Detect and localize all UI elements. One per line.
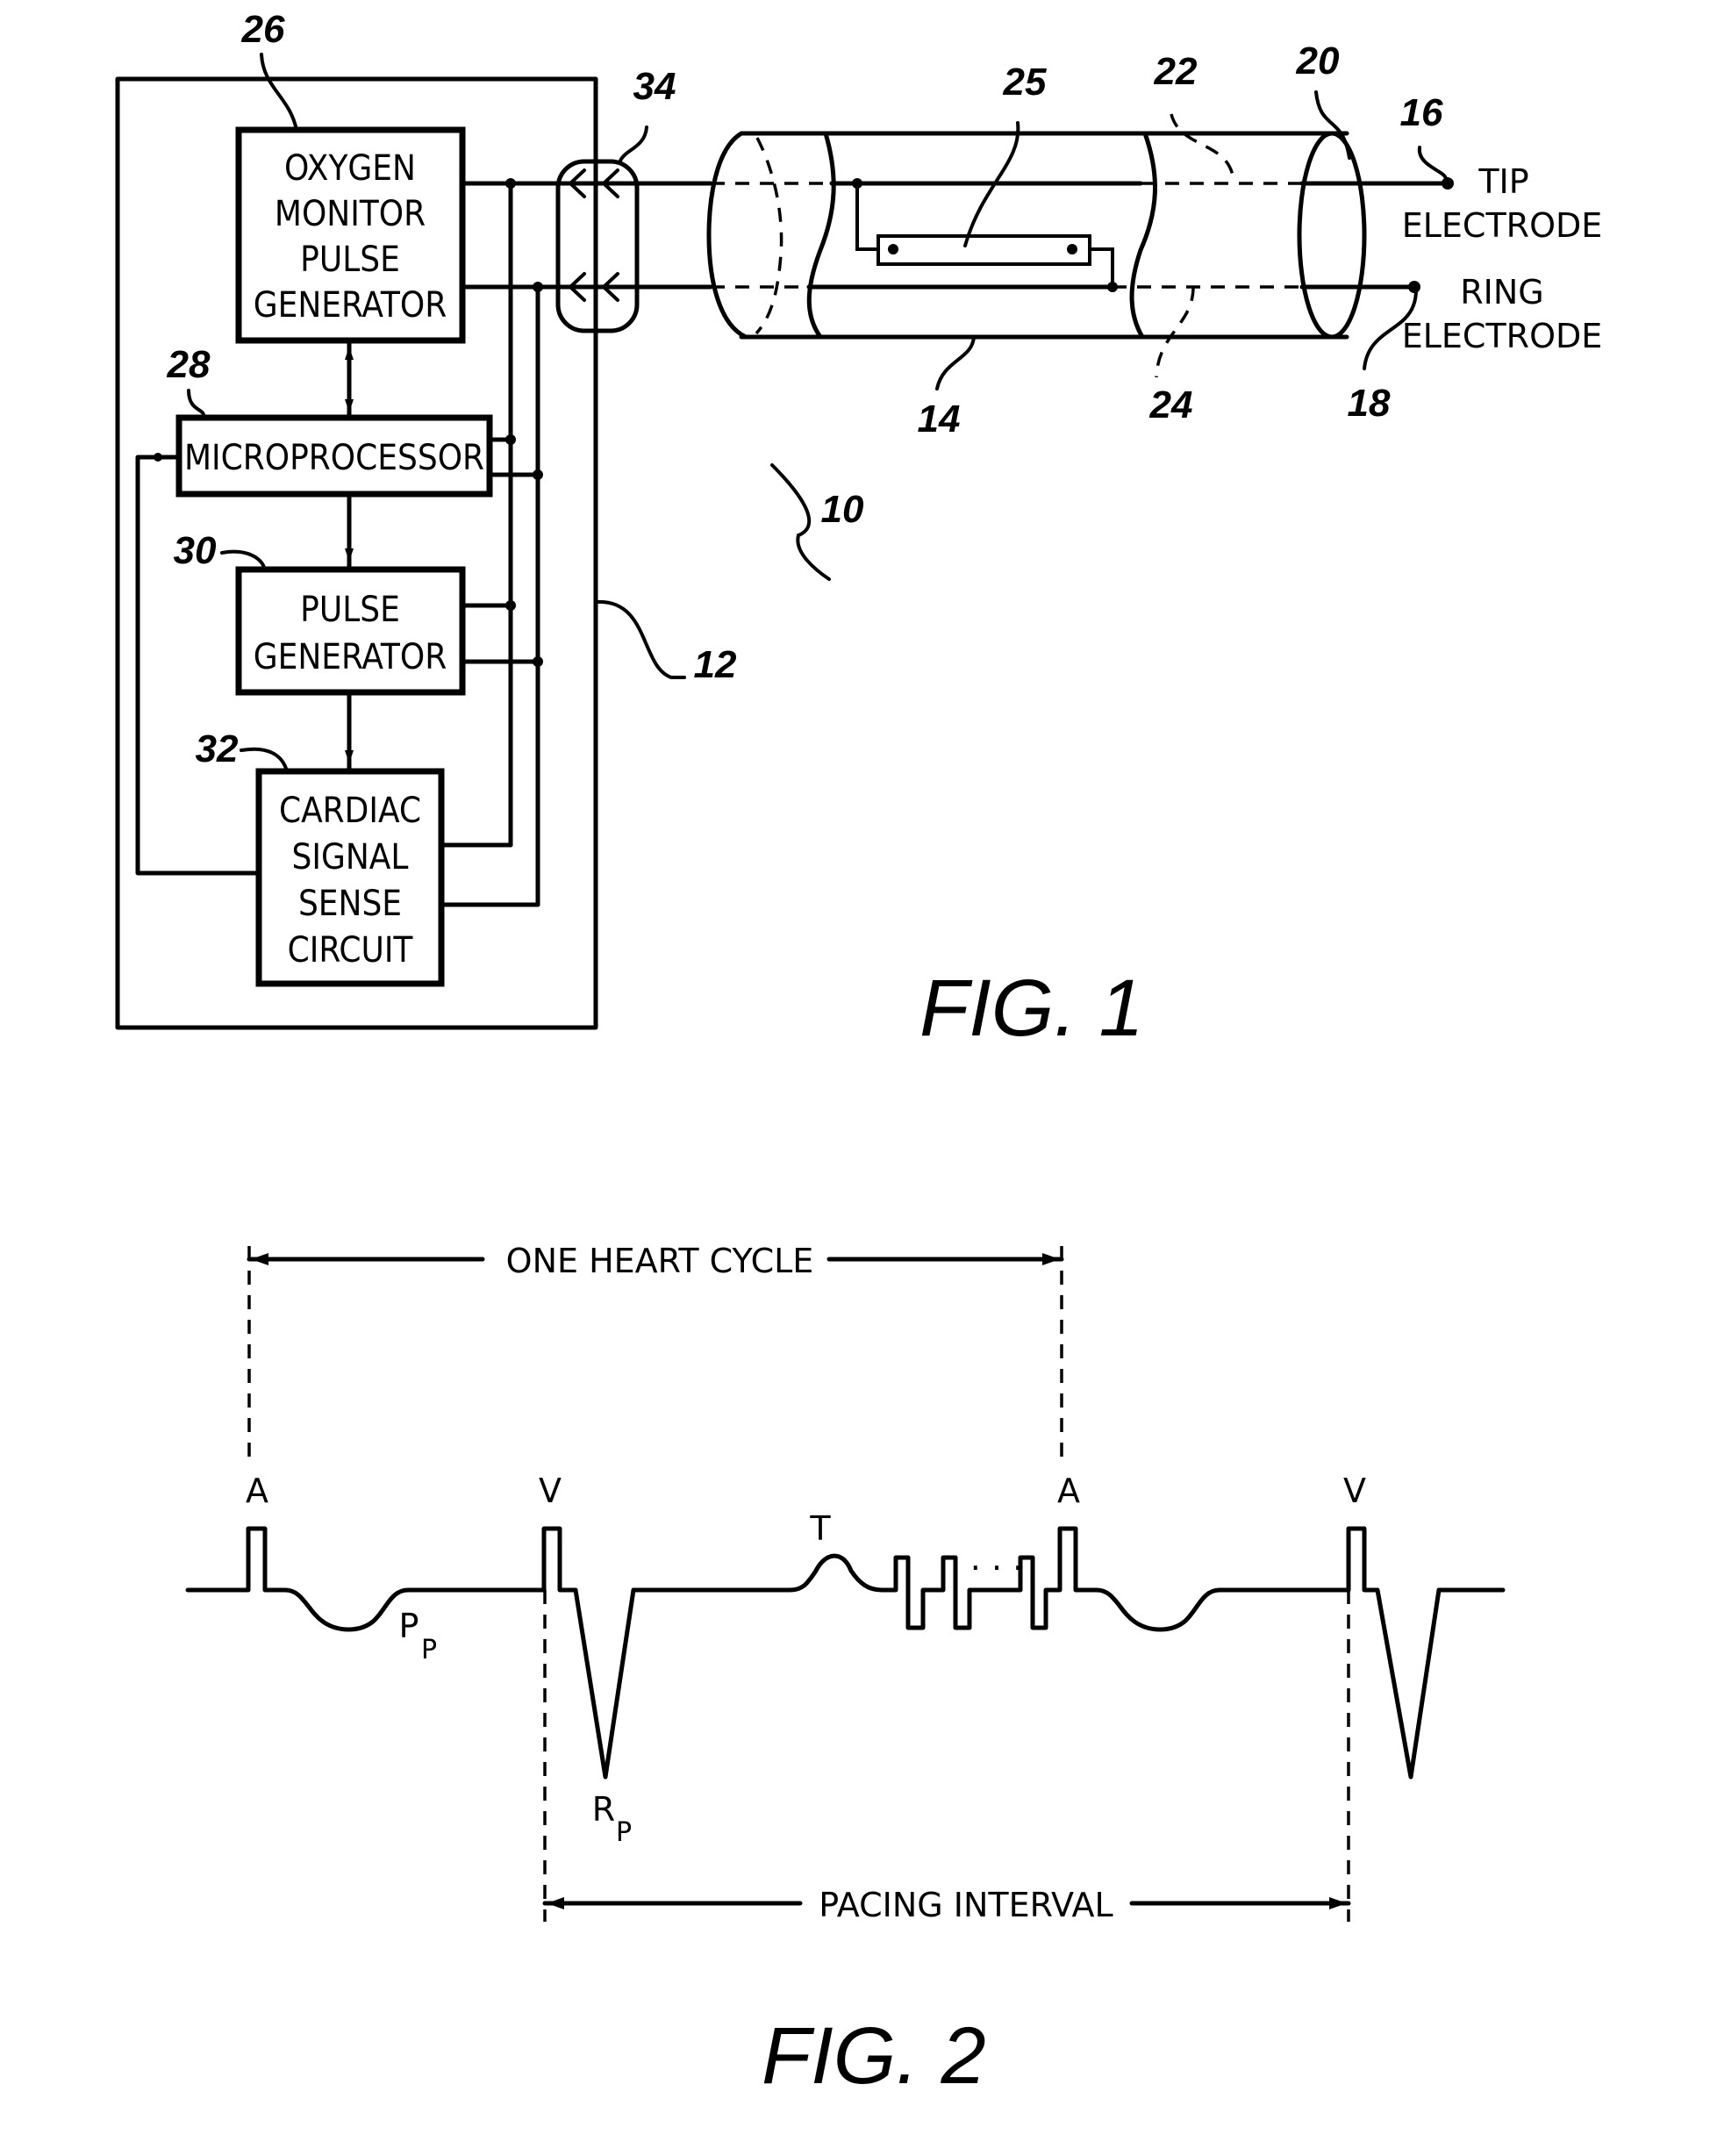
leader-line	[261, 54, 297, 130]
leader-line	[1171, 114, 1234, 180]
block-label: GENERATOR	[254, 637, 447, 677]
block-label: CARDIAC	[279, 791, 421, 831]
ref-numeral-12: 12	[694, 643, 737, 686]
leader-line	[1156, 287, 1193, 377]
arrow-right-icon	[1042, 1253, 1060, 1265]
arrow-down-icon	[345, 548, 354, 562]
r-wave-label: R	[592, 1790, 615, 1829]
arrow-left-icon	[547, 1897, 564, 1909]
block-label: MONITOR	[275, 194, 426, 234]
figure-1: OXYGEN MONITOR PULSE GENERATOR MICROPROC…	[118, 8, 1602, 1053]
leader-line	[189, 390, 204, 418]
p-wave-label: P	[399, 1607, 419, 1645]
marker-ventricular-1: V	[539, 1472, 562, 1510]
ref-numeral-18: 18	[1348, 382, 1391, 425]
arrow-right-icon	[1329, 1897, 1347, 1909]
ecg-waveform	[188, 1529, 1503, 1777]
leader-line	[596, 602, 684, 677]
ref-numeral-34: 34	[633, 65, 676, 108]
ring-electrode-label: RING	[1460, 273, 1543, 312]
ref-numeral-24: 24	[1149, 383, 1193, 426]
marker-ventricular-2: V	[1343, 1472, 1366, 1510]
marker-atrial-1: A	[246, 1472, 268, 1510]
junction-dot	[505, 178, 516, 189]
leader-line	[1316, 92, 1349, 158]
block-label: PULSE	[300, 590, 400, 630]
junction-dot	[505, 434, 516, 445]
one-heart-cycle-label: ONE HEART CYCLE	[506, 1242, 814, 1280]
t-wave-label: T	[809, 1509, 831, 1548]
arrow-down-icon	[345, 750, 354, 763]
ref-numeral-20: 20	[1296, 39, 1340, 82]
ref-numeral-16: 16	[1400, 91, 1443, 134]
lead-connector	[558, 161, 711, 331]
pulse-generator-block: PULSE GENERATOR	[239, 569, 462, 692]
ring-electrode-label: ELECTRODE	[1402, 317, 1603, 355]
block-label: SIGNAL	[292, 837, 409, 877]
block-label: GENERATOR	[254, 285, 447, 326]
tip-electrode-label: TIP	[1477, 162, 1528, 201]
arrow-down-icon	[345, 399, 354, 412]
junction-dot	[505, 600, 516, 611]
leader-line	[937, 337, 974, 389]
oxygen-monitor-block: OXYGEN MONITOR PULSE GENERATOR	[239, 130, 462, 340]
ref-numeral-22: 22	[1154, 50, 1198, 93]
p-wave-subscript: P	[421, 1635, 437, 1665]
junction-dot	[154, 453, 162, 462]
ref-numeral-10: 10	[821, 488, 864, 531]
ref-numeral-26: 26	[241, 8, 285, 51]
ref-numeral-14: 14	[918, 398, 961, 441]
lead-body	[709, 133, 1454, 337]
block-label: SENSE	[298, 884, 402, 924]
microprocessor-block: MICROPROCESSOR	[179, 418, 490, 494]
block-label: MICROPROCESSOR	[184, 438, 484, 478]
cardiac-sense-block: CARDIAC SIGNAL SENSE CIRCUIT	[259, 771, 441, 984]
pacing-interval-label: PACING INTERVAL	[819, 1886, 1113, 1924]
leader-line	[619, 127, 647, 163]
leader-line	[1420, 147, 1446, 180]
figure-2: ONE HEART CYCLE A V A V · · · P P R P T …	[188, 1242, 1503, 2101]
marker-atrial-2: A	[1057, 1472, 1080, 1510]
tip-electrode-label: ELECTRODE	[1402, 206, 1603, 245]
junction-dot	[533, 469, 543, 480]
leader-line	[241, 749, 287, 771]
block-label: OXYGEN	[284, 148, 416, 189]
oxygen-sensor	[878, 236, 1090, 264]
pacing-ellipsis: · · ·	[970, 1549, 1023, 1587]
ref-numeral-25: 25	[1003, 61, 1047, 104]
block-label: PULSE	[300, 240, 400, 280]
ref-numeral-32: 32	[196, 727, 239, 770]
r-wave-subscript: P	[616, 1817, 632, 1848]
ref-numeral-28: 28	[167, 343, 211, 386]
arrow-up-icon	[345, 347, 354, 360]
figure-2-caption: FIG. 2	[762, 2011, 986, 2101]
figure-1-caption: FIG. 1	[919, 963, 1144, 1053]
arrow-left-icon	[251, 1253, 268, 1265]
junction-dot	[533, 656, 543, 667]
ref-numeral-30: 30	[174, 529, 217, 572]
junction-dot	[533, 282, 543, 292]
block-label: CIRCUIT	[288, 930, 414, 971]
